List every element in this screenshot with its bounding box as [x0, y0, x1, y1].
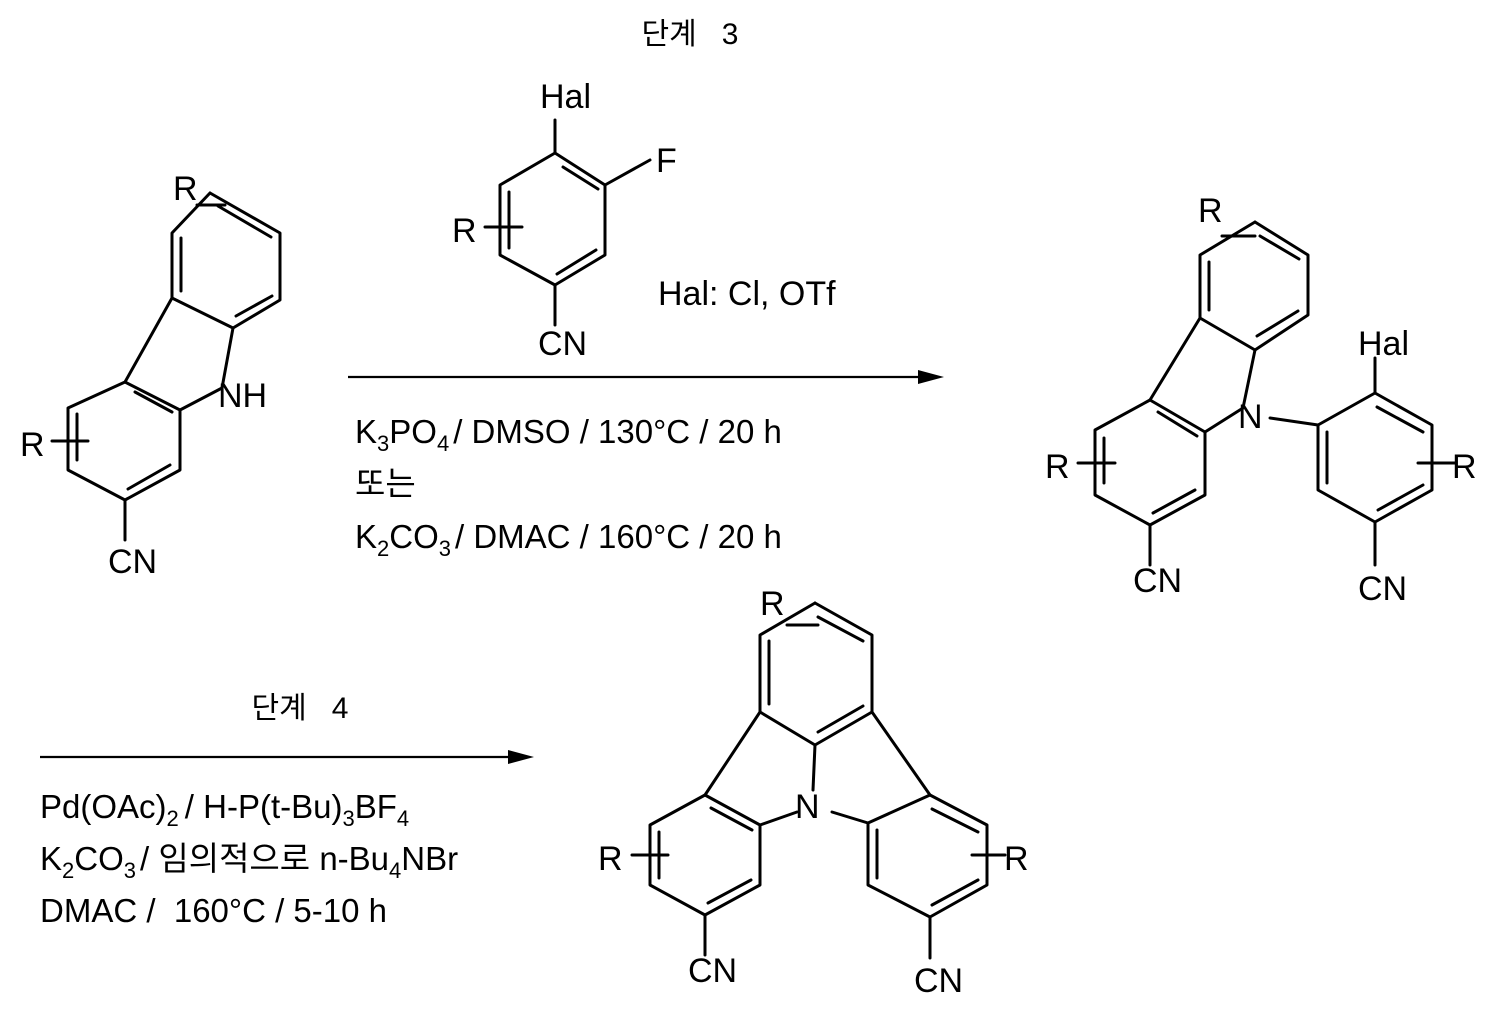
- step3-conditions: K3PO4/ DMSO / 130°C / 20 h 또는 K2CO3/ DMA…: [355, 413, 782, 561]
- step4-conditions: Pd(OAc)2/ H-P(t-Bu)3BF4 K2CO3/ 임의적으로 n-B…: [40, 788, 458, 929]
- step3-condition-a: K3PO4/ DMSO / 130°C / 20 h: [355, 413, 782, 456]
- reagent-cn-label: CN: [538, 325, 587, 363]
- start-r-top: R: [173, 170, 198, 208]
- step4-arrow: [40, 750, 534, 764]
- product-r-right: R: [1004, 840, 1029, 878]
- step3-arrow: [348, 370, 944, 384]
- product-cn-right: CN: [914, 962, 963, 1000]
- reagent-hal-label: Hal: [540, 78, 591, 116]
- reagent-f-label: F: [656, 142, 677, 180]
- start-cn-label: CN: [108, 543, 157, 581]
- intermediate-hal-label: Hal: [1358, 325, 1409, 363]
- start-r-left: R: [20, 426, 45, 464]
- step4-condition-line1: Pd(OAc)2/ H-P(t-Bu)3BF4: [40, 788, 409, 831]
- step4-condition-line2: K2CO3/ 임의적으로 n-Bu4NBr: [40, 840, 458, 883]
- intermediate-n-label: N: [1238, 398, 1263, 436]
- intermediate-product: R R R N Hal CN CN: [1045, 192, 1477, 608]
- intermediate-cn-right: CN: [1358, 570, 1407, 608]
- intermediate-r-right: R: [1452, 448, 1477, 486]
- product-cn-left: CN: [688, 952, 737, 990]
- start-nh-label: NH: [218, 377, 267, 415]
- step3-condition-or: 또는: [355, 465, 416, 502]
- final-product: R R R N CN CN: [598, 585, 1029, 1000]
- product-r-top: R: [760, 585, 785, 623]
- step3-reagent: Hal F R CN Hal: Cl, OTf: [452, 78, 836, 363]
- reagent-hal-note: Hal: Cl, OTf: [658, 275, 836, 313]
- step3-title: 단계 3: [642, 18, 739, 51]
- step4-title: 단계 4: [252, 692, 349, 725]
- intermediate-r-left: R: [1045, 448, 1070, 486]
- intermediate-r-top: R: [1198, 192, 1223, 230]
- product-n-label: N: [795, 788, 820, 826]
- intermediate-cn-left: CN: [1133, 562, 1182, 600]
- step3-condition-b: K2CO3/ DMAC / 160°C / 20 h: [355, 518, 782, 561]
- reagent-r-label: R: [452, 212, 477, 250]
- starting-material: R R NH CN: [20, 170, 280, 581]
- step4-condition-line3: DMAC / 160°C / 5-10 h: [40, 892, 387, 929]
- product-r-left: R: [598, 840, 623, 878]
